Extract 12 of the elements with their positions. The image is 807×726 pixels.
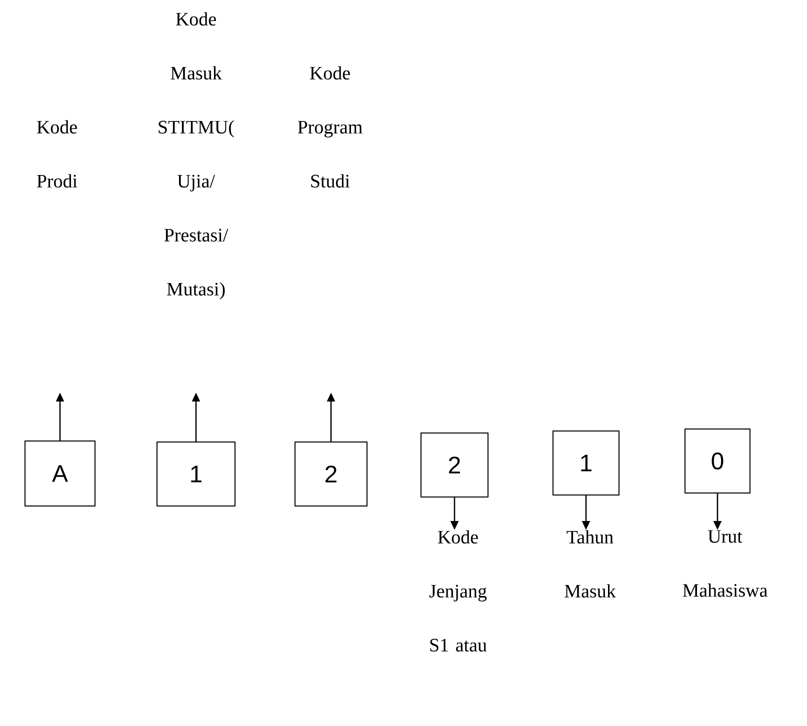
digit-box: 1	[552, 430, 620, 496]
code-label: Kode Masuk STITMU( Ujia/ Prestasi/ Mutasi)	[158, 12, 234, 300]
code-label: Urut Mahasiswa	[682, 530, 768, 597]
digit-box: A	[24, 440, 96, 506]
digit-box: 2	[294, 442, 368, 506]
code-label: Kode Jenjang S1 atau	[429, 530, 487, 652]
digit-box: 1	[156, 442, 236, 506]
digit-box: 0	[684, 428, 750, 494]
code-label: Kode Prodi	[36, 120, 78, 188]
code-label: Kode Program Studi	[298, 66, 362, 188]
code-label: Tahun Masuk	[564, 530, 616, 598]
digit-box: 2	[420, 432, 488, 498]
